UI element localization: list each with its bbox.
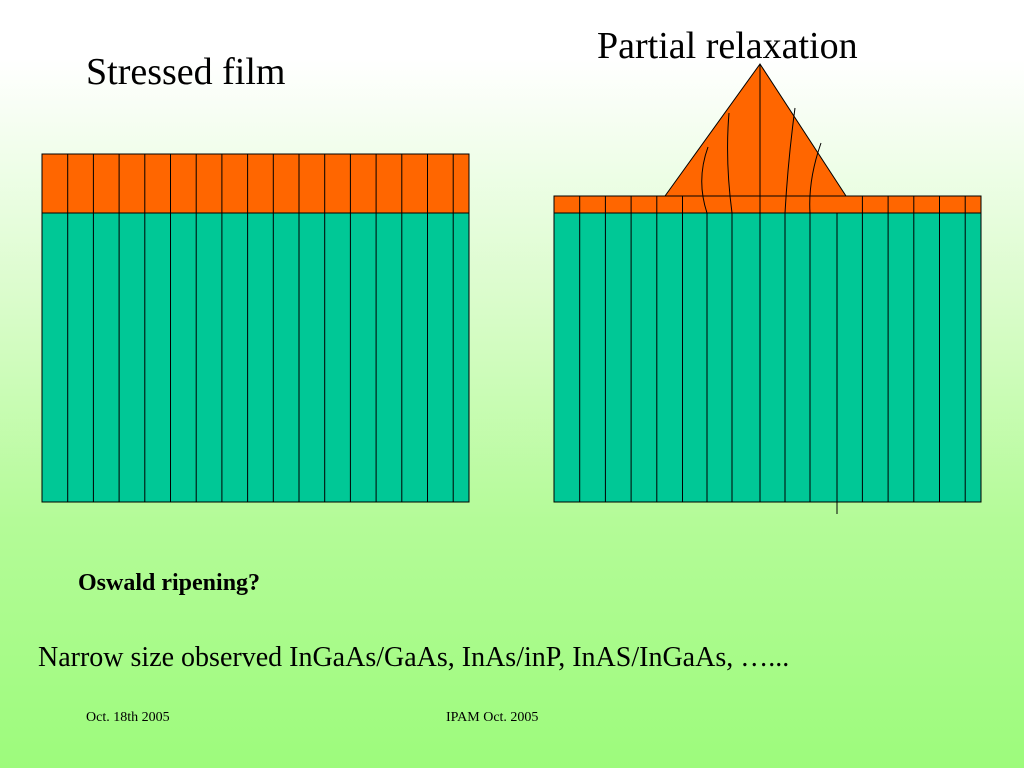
stressed-film-layer (41, 153, 470, 214)
partial-relaxation-title: Partial relaxation (597, 25, 858, 67)
footer-event: IPAM Oct. 2005 (446, 710, 539, 725)
stressed-film-title: Stressed film (86, 51, 286, 93)
relaxed-wetting-layer (553, 195, 982, 214)
left-lattice-lines (67, 154, 454, 502)
partial-relaxation-panel (553, 63, 982, 514)
oswald-ripening-heading: Oswald ripening? (78, 570, 261, 596)
relaxed-substrate (553, 212, 982, 503)
quantum-dot-island (664, 63, 847, 197)
bent-lattice-line (701, 146, 709, 502)
bent-lattice-line (809, 142, 822, 502)
narrow-size-statement: Narrow size observed InGaAs/GaAs, InAs/i… (38, 642, 790, 673)
stressed-film-panel (41, 153, 470, 503)
right-lattice-lines (579, 64, 966, 514)
bent-lattice-line (784, 107, 796, 502)
footer-date: Oct. 18th 2005 (86, 710, 170, 725)
bent-lattice-line (727, 112, 733, 502)
stressed-substrate (41, 212, 470, 503)
